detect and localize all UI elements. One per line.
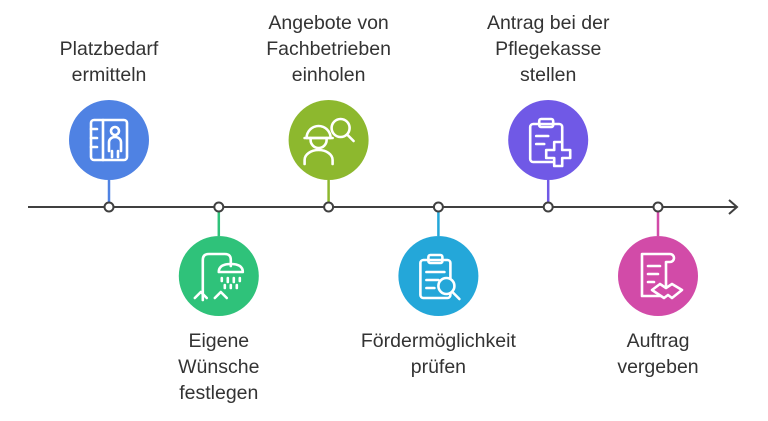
shower-icon: [193, 252, 245, 302]
timeline-marker: [103, 201, 115, 213]
timeline-marker: [652, 201, 664, 213]
step-circle: [178, 236, 259, 316]
timeline-step-2: [178, 201, 259, 316]
worker-search-icon: [303, 117, 355, 166]
timeline-marker: [213, 201, 225, 213]
step-label-angebote: Angebote von Fachbetrieben einholen: [266, 12, 391, 86]
step-label-antrag: Antrag bei der Pflegekasse stellen: [486, 12, 610, 86]
step-label-wuensche: Eigene Wünsche festlegen: [178, 330, 260, 404]
contract-handshake-icon: [640, 252, 684, 300]
timeline-step-4: [398, 201, 479, 316]
timeline-step-6: [618, 201, 698, 316]
timeline-marker: [432, 201, 444, 213]
timeline-arrowhead: [728, 199, 739, 215]
step-circle: [288, 100, 369, 180]
timeline-marker: [542, 201, 554, 213]
timeline-step-3: [288, 100, 369, 213]
clipboard-search-icon: [419, 253, 461, 301]
timeline-step-1: [69, 100, 149, 213]
timeline-marker: [323, 201, 335, 213]
clipboard-plus-icon: [528, 117, 572, 168]
step-label-auftrag: Auftrag vergeben: [617, 330, 699, 378]
step-circle: [618, 236, 698, 316]
timeline-step-5: [508, 100, 589, 213]
step-circle: [508, 100, 589, 180]
step-label-platzbedarf: Platzbedarf ermitteln: [59, 38, 159, 86]
step-label-foerdermoeglichkeit: Fördermöglichkeit prüfen: [360, 330, 516, 378]
measure-person-icon: [89, 118, 129, 162]
step-circle: [398, 236, 479, 316]
